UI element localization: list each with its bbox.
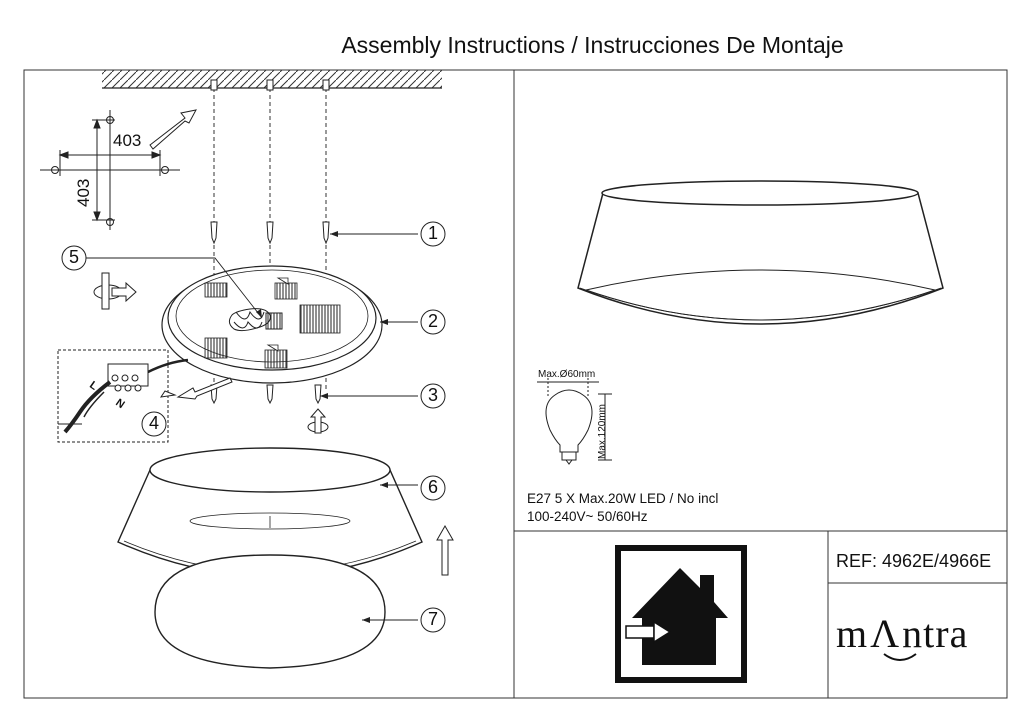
callout-4: 4 [149, 413, 160, 433]
callout-5: 5 [69, 247, 80, 267]
direction-arrow-ceiling [149, 109, 197, 150]
drill-template [40, 110, 180, 230]
up-arrow-icon [436, 524, 454, 576]
callout-7: 7 [428, 609, 439, 629]
brand-prefix: m [836, 611, 869, 656]
callout-1: 1 [428, 223, 439, 243]
wall-plugs [210, 79, 330, 91]
horizontal-dimension: 403 [113, 131, 142, 150]
brand-mark: Λ [870, 611, 901, 656]
detail-arrow [176, 377, 233, 400]
spec-line-2: 100-240V~ 50/60Hz [527, 509, 648, 524]
brand-logo: mΛntra [836, 610, 968, 657]
rotate-arrow-icon [307, 408, 329, 434]
reference-number: REF: 4962E/4966E [836, 551, 992, 571]
callout-circles [61, 221, 446, 633]
brand-smile-icon [883, 653, 917, 661]
leader-arrowheads [256, 231, 388, 623]
page-frame [23, 69, 1008, 699]
page-title: Assembly Instructions / Instrucciones De… [341, 32, 844, 58]
vertical-dimension: 403 [74, 178, 93, 207]
bulb-max-diameter: Max.Ø60mm [538, 369, 596, 380]
lamp-shade [117, 447, 423, 577]
indoor-use-house-icon [615, 545, 747, 683]
spec-line-1: E27 5 X Max.20W LED / No incl [527, 491, 719, 506]
glass-diffuser [154, 554, 386, 669]
callout-6: 6 [428, 477, 439, 497]
brand-suffix: ntra [902, 611, 969, 656]
mounting-screws [210, 221, 330, 405]
callout-2: 2 [428, 311, 439, 331]
wiring-detail [57, 349, 189, 443]
lampholders [204, 277, 341, 369]
bulb-spec-drawing [537, 378, 612, 465]
callout-3: 3 [428, 385, 439, 405]
bulb-max-height: Max.120mm [597, 403, 608, 459]
assembled-lamp [577, 180, 944, 325]
rotate-arrow-icon [93, 272, 137, 310]
